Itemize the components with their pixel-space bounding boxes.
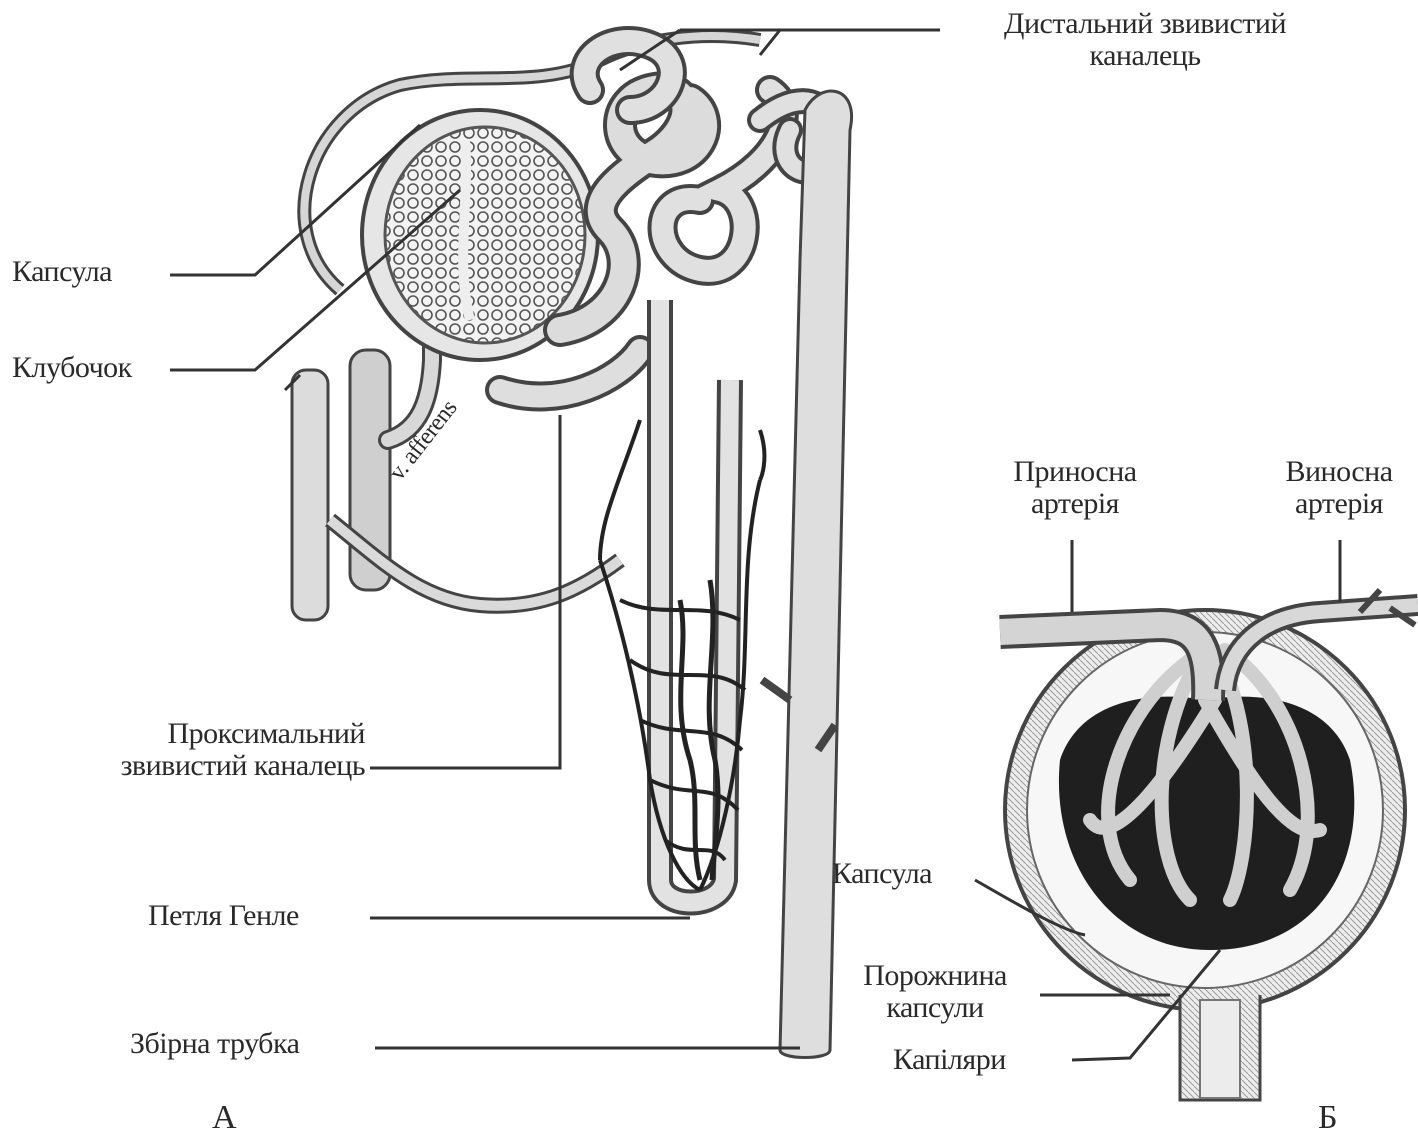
distal-label-line-1: Дистальний звивистий bbox=[945, 8, 1345, 40]
proximal-tubule-label: Проксимальний звивистий каналець bbox=[20, 718, 365, 781]
cavity-label-line-2: капсули bbox=[830, 992, 1040, 1024]
proximal-label-line-1: Проксимальний bbox=[20, 718, 365, 750]
efferent-label-line-2: артерія bbox=[1260, 488, 1418, 520]
afferent-label-line-1: Приносна bbox=[975, 456, 1175, 488]
distal-tubule-label: Дистальний звивистий каналець bbox=[945, 8, 1345, 71]
distal-label-line-2: каналець bbox=[945, 40, 1345, 72]
panel-b-letter: Б bbox=[1318, 1100, 1337, 1136]
capsule-a-label: Капсула bbox=[12, 256, 112, 288]
panel-a-letter: А bbox=[212, 1100, 236, 1136]
collecting-duct-label: Збірна трубка bbox=[130, 1028, 299, 1060]
capsule-cavity-label: Порожнина капсули bbox=[830, 960, 1040, 1023]
loop-of-henle-label: Петля Генле bbox=[148, 900, 299, 932]
afferent-label-line-2: артерія bbox=[975, 488, 1175, 520]
renal-corpuscle-panel-b bbox=[975, 540, 1418, 1100]
glomerulus-label: Клубочок bbox=[12, 352, 132, 384]
cavity-label-line-1: Порожнина bbox=[830, 960, 1040, 992]
efferent-label-line-1: Виносна bbox=[1260, 456, 1418, 488]
collecting-duct bbox=[762, 91, 852, 1057]
afferent-artery-label: Приносна артерія bbox=[975, 456, 1175, 519]
capillaries-label: Капіляри bbox=[893, 1044, 1006, 1076]
efferent-artery-label: Виносна артерія bbox=[1260, 456, 1418, 519]
proximal-label-line-2: звивистий каналець bbox=[20, 750, 365, 782]
capsule-b-label: Капсула bbox=[832, 858, 932, 890]
